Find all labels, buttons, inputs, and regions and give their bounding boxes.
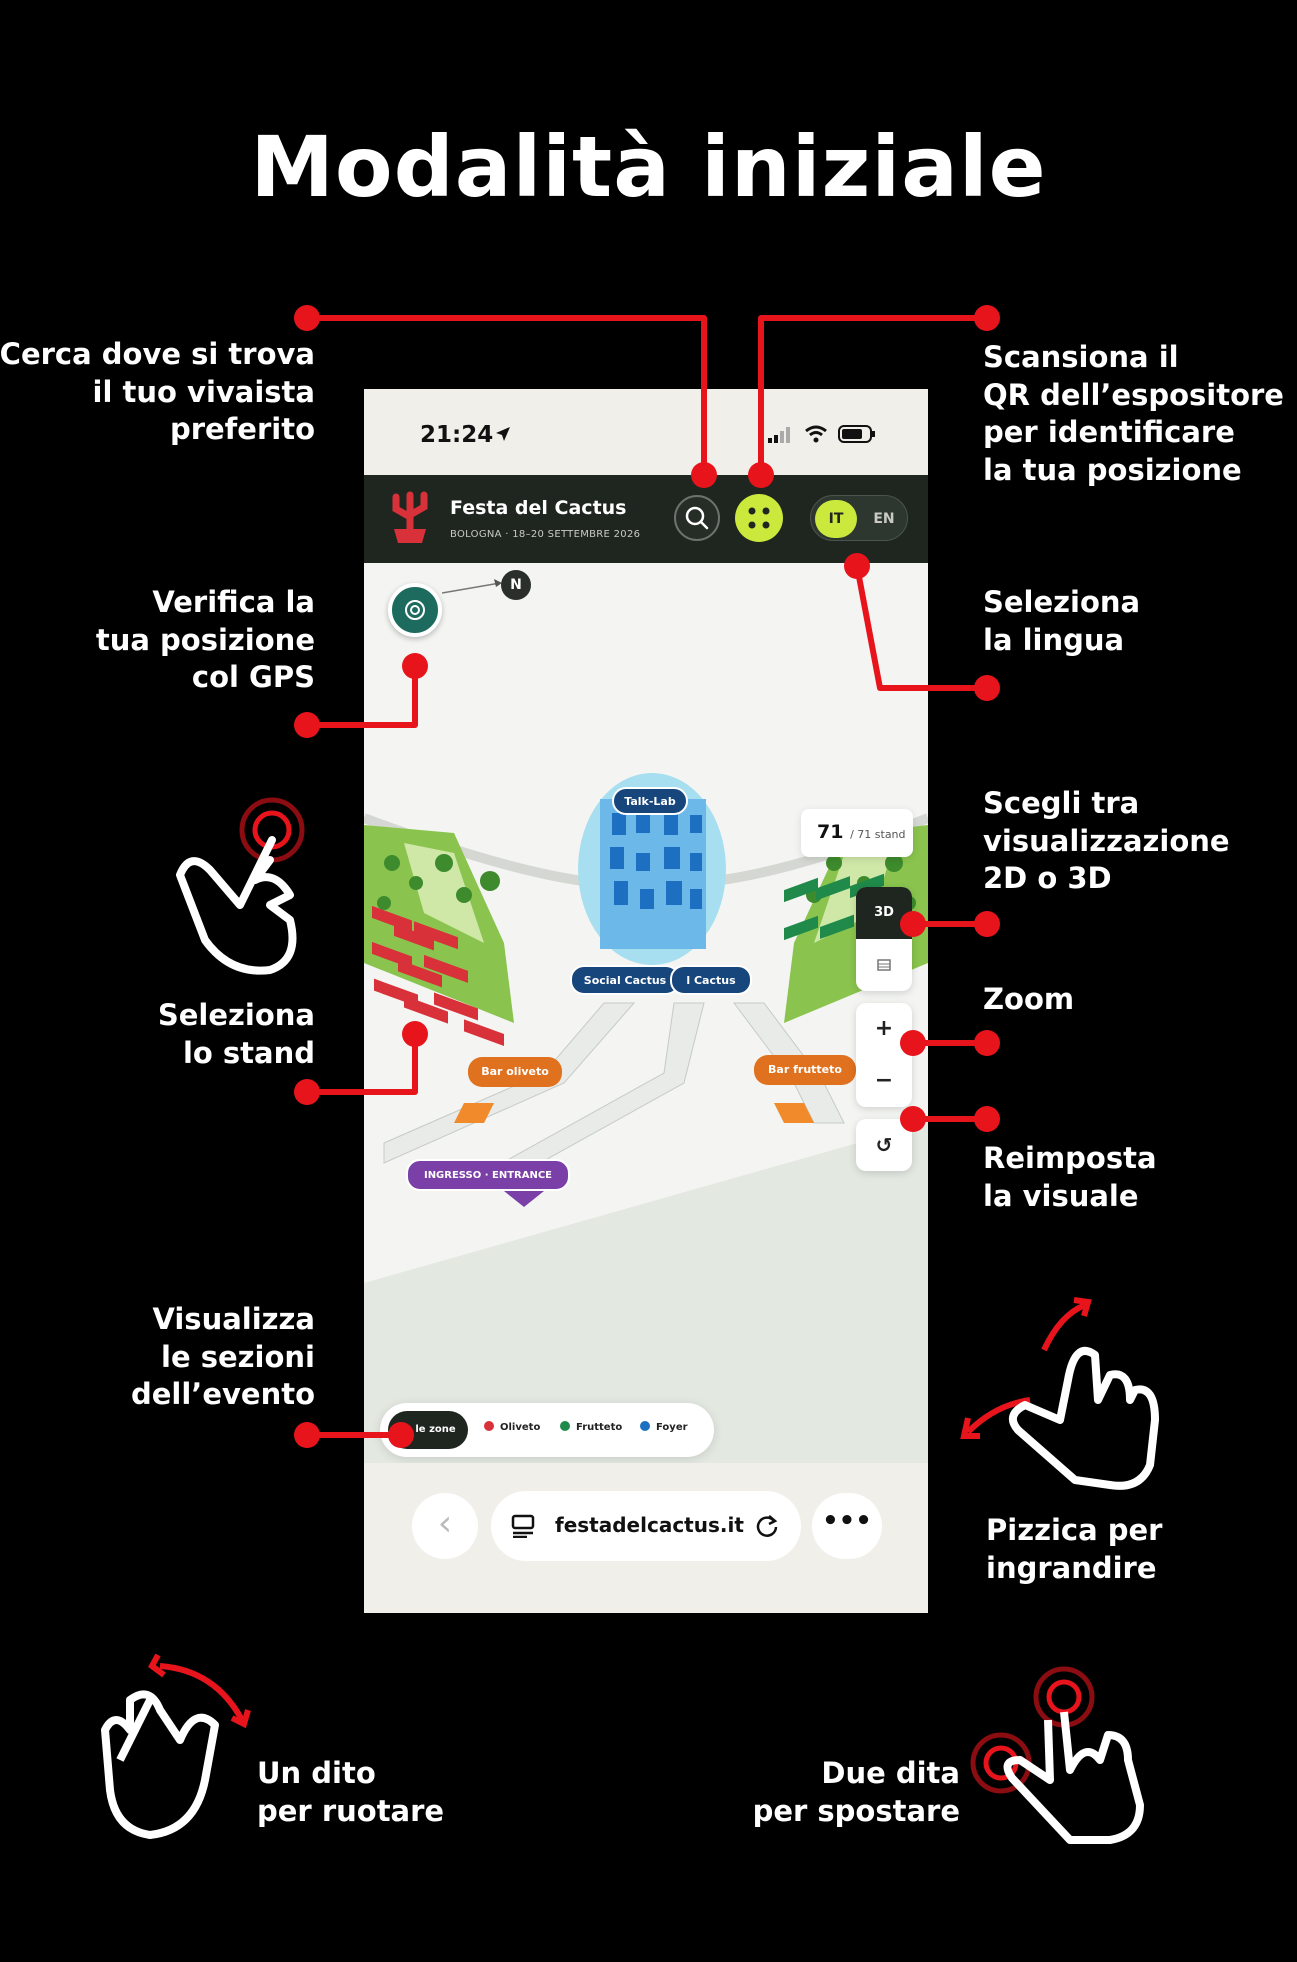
browser-bar: ‹ festadelcactus.it •••: [364, 1463, 928, 1613]
url-text: festadelcactus.it: [555, 1513, 744, 1537]
annotation-language: Seleziona la lingua: [983, 585, 1141, 657]
status-time: 21:24: [420, 422, 494, 448]
compass-line: [442, 579, 502, 594]
mode-3d-button[interactable]: 3D: [856, 887, 912, 939]
filter-foyer[interactable]: Foyer: [640, 1421, 688, 1433]
label-bar-frutteto[interactable]: Bar frutteto: [754, 1055, 856, 1085]
compass-north[interactable]: N: [501, 570, 531, 600]
cactus-logo: [392, 491, 428, 543]
lang-en-button[interactable]: EN: [873, 511, 895, 527]
two-finger-pan-gesture-icon: [970, 1666, 1144, 1844]
gps-locate-button[interactable]: [388, 583, 442, 637]
stand-count-total: / 71 stand: [850, 828, 906, 841]
lang-it-button[interactable]: IT: [815, 500, 857, 538]
map-artwork: [364, 773, 928, 1463]
venue-map[interactable]: N 71 / 71 stand Talk-Lab Social Cactus l…: [364, 563, 928, 1463]
label-social-cactus[interactable]: Social Cactus: [570, 965, 680, 995]
rotate-gesture-icon: [101, 1653, 251, 1839]
annotation-pan: Due dita per spostare: [752, 1756, 960, 1828]
app-header: Festa del Cactus BOLOGNA · 18–20 SETTEMB…: [364, 475, 928, 563]
phone-screen: 21:24 Festa del Cactus BOLOGNA · 18–20 S…: [364, 389, 928, 1613]
map-2d-icon: [877, 959, 891, 971]
signal-icon: [768, 427, 790, 443]
annotation-pinch: Pizzica per ingrandire: [986, 1513, 1163, 1585]
annotation-gps: Verifica la tua posizione col GPS: [95, 585, 315, 694]
label-bar-oliveto[interactable]: Bar oliveto: [468, 1057, 562, 1087]
more-options-button[interactable]: •••: [812, 1493, 882, 1559]
zoom-in-button[interactable]: +: [874, 1016, 894, 1041]
tabs-icon: [511, 1514, 535, 1538]
app-subtitle: BOLOGNA · 18–20 SETTEMBRE 2026: [450, 529, 641, 540]
filter-oliveto[interactable]: Oliveto: [484, 1421, 540, 1433]
label-entrance[interactable]: INGRESSO · ENTRANCE: [406, 1159, 570, 1191]
oliveto-dot-icon: [484, 1421, 494, 1431]
app-title: Festa del Cactus: [450, 497, 627, 519]
page-title: Modalità iniziale: [250, 118, 1047, 216]
qr-scan-button[interactable]: [735, 494, 783, 542]
zoom-out-button[interactable]: −: [874, 1068, 894, 1093]
section-filters: te le zone Oliveto Frutteto Foyer: [380, 1403, 714, 1457]
tap-gesture-icon: [176, 797, 305, 975]
wifi-icon: [805, 425, 827, 443]
battery-icon: [838, 425, 875, 443]
location-arrow-icon: [496, 427, 510, 441]
search-button[interactable]: [674, 495, 720, 541]
annotation-zoom: Zoom: [983, 982, 1075, 1016]
annotation-sections: Visualizza le sezioni dell’evento: [131, 1302, 315, 1411]
status-bar: 21:24: [364, 389, 928, 475]
search-icon: [685, 506, 709, 530]
annotation-reset: Reimposta la visuale: [983, 1141, 1157, 1213]
stand-counter: 71 / 71 stand: [801, 809, 913, 857]
mode-2d-button[interactable]: [856, 939, 912, 991]
filter-frutteto[interactable]: Frutteto: [560, 1421, 622, 1433]
annotation-search: Cerca dove si trova il tuo vivaista pref…: [0, 337, 315, 446]
foyer-dot-icon: [640, 1421, 650, 1431]
qr-icon: [748, 507, 770, 529]
filter-all-zones[interactable]: te le zone: [388, 1411, 468, 1449]
frutteto-dot-icon: [560, 1421, 570, 1431]
pinch-gesture-icon: [960, 1297, 1159, 1490]
annotation-stand: Seleziona lo stand: [157, 998, 315, 1070]
annotation-rotate: Un dito per ruotare: [257, 1756, 445, 1828]
annotation-qr: Scansiona il QR dell’espositore per iden…: [983, 340, 1284, 487]
annotation-view: Scegli tra visualizzazione 2D o 3D: [983, 786, 1230, 895]
back-button[interactable]: ‹: [412, 1493, 478, 1559]
gps-target-icon: [405, 600, 425, 620]
reset-view-button[interactable]: ↺: [856, 1119, 912, 1171]
reload-icon[interactable]: [753, 1512, 781, 1540]
label-talk-lab[interactable]: Talk-Lab: [612, 787, 688, 815]
zoom-controls: + −: [856, 1003, 912, 1107]
view-mode-toggle: 3D: [856, 887, 912, 991]
label-social-cactus-2[interactable]: l Cactus: [670, 965, 752, 995]
stand-count-value: 71: [817, 821, 844, 843]
url-field[interactable]: festadelcactus.it: [491, 1491, 801, 1561]
language-toggle: IT EN: [810, 495, 908, 541]
